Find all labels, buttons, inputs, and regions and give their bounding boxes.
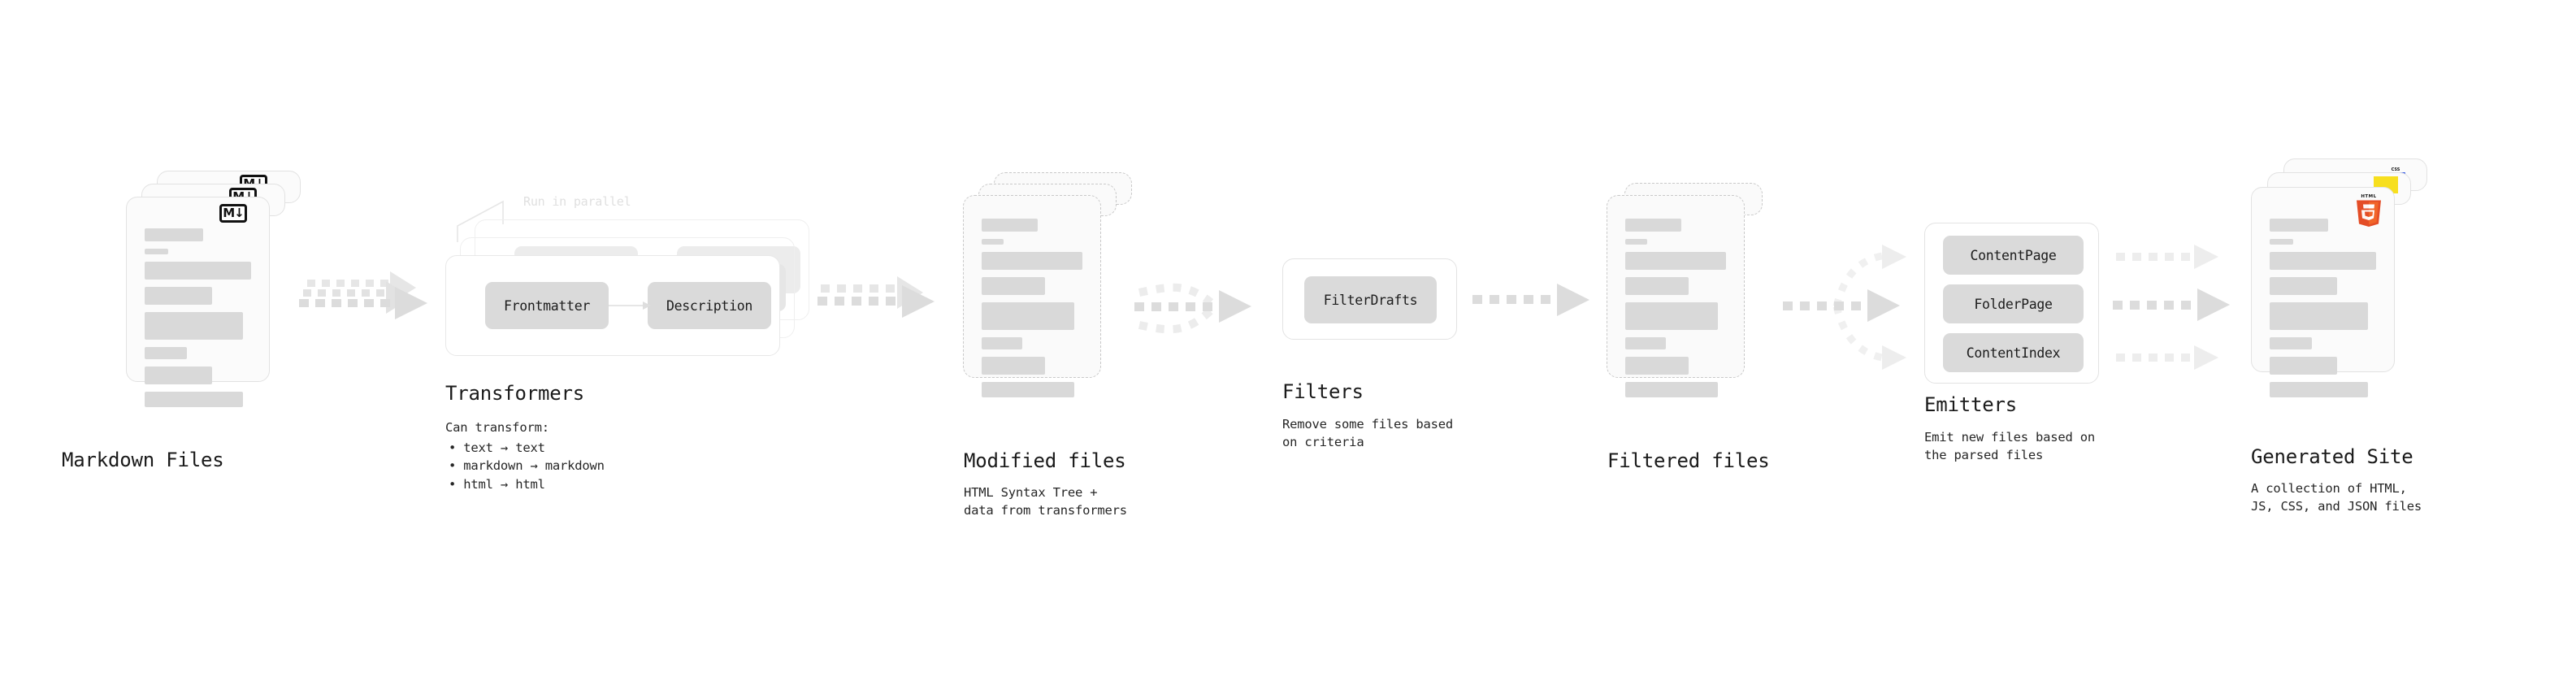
skeleton-bar	[982, 357, 1046, 375]
markdown-file-card-front: M↓	[126, 197, 270, 407]
modified-file-card-front	[963, 195, 1101, 397]
arrow-filters-to-filtered	[1472, 284, 1602, 335]
skeleton-bar	[982, 277, 1046, 295]
transformers-bullet-item: • markdown → markdown	[449, 458, 605, 474]
transformer-node-description[interactable]: Description	[648, 282, 771, 329]
transformers-heading: Transformers	[445, 382, 584, 405]
modified-files-heading: Modified files	[964, 449, 1126, 472]
emitters-panel: ContentPage FolderPage ContentIndex	[1924, 223, 2099, 384]
transformer-node-frontmatter[interactable]: Frontmatter	[485, 282, 609, 329]
markdown-badge-glyph: M↓	[219, 204, 247, 223]
skeleton-bar	[2270, 277, 2337, 295]
skeleton-bar	[982, 337, 1022, 349]
filters-panel: FilterDrafts	[1282, 258, 1457, 340]
skeleton-bar	[1625, 239, 1648, 245]
skeleton-bar	[1625, 252, 1726, 270]
transformers-stack: Frontmatter Description	[445, 219, 819, 382]
emitter-node-contentindex[interactable]: ContentIndex	[1943, 333, 2084, 372]
filtered-file-card-front	[1607, 195, 1745, 397]
filter-node-filterdrafts[interactable]: FilterDrafts	[1304, 276, 1437, 323]
skeleton-bar	[1625, 337, 1666, 349]
skeleton-bar	[145, 367, 212, 384]
modified-file-skeleton	[982, 219, 1082, 405]
emitters-heading: Emitters	[1924, 393, 2017, 416]
modified-files-stack	[963, 172, 1134, 416]
skeleton-bar	[145, 228, 204, 241]
markdown-file-skeleton	[145, 228, 251, 414]
arrow-markdown-to-transformers	[299, 271, 441, 333]
transformers-bullets: • text → text • markdown → markdown • ht…	[449, 439, 605, 493]
skeleton-bar	[2270, 357, 2337, 375]
generated-site-heading: Generated Site	[2251, 445, 2413, 468]
skeleton-bar	[145, 249, 168, 254]
markdown-files-stack: M↓ M↓ M↓	[126, 171, 301, 414]
modified-files-subtitle: HTML Syntax Tree + data from transformer…	[964, 485, 1127, 518]
skeleton-bar	[145, 347, 188, 359]
skeleton-bar	[145, 262, 251, 280]
skeleton-bar	[2270, 302, 2368, 330]
skeleton-bar	[1625, 302, 1719, 330]
skeleton-bar	[145, 312, 243, 340]
emitters-subtitle: Emit new files based on the parsed files	[1924, 430, 2096, 463]
css-icon-label: CSS	[2391, 167, 2400, 172]
transformers-bullet-item: • text → text	[449, 440, 545, 455]
skeleton-bar	[1625, 219, 1682, 232]
skeleton-bar	[2270, 337, 2313, 349]
filters-subtitle: Remove some files based on criteria	[1282, 417, 1454, 450]
skeleton-bar	[2270, 239, 2293, 245]
arrow-transformers-to-modified	[817, 276, 951, 333]
filtered-files-stack	[1607, 183, 1777, 419]
skeleton-bar	[982, 252, 1082, 270]
markdown-icon: M↓	[219, 204, 247, 223]
html5-icon: HTML	[2357, 194, 2381, 227]
arrow-filtered-to-emitters	[1783, 232, 1932, 370]
generated-site-subtitle: A collection of HTML, JS, CSS, and JSON …	[2251, 481, 2422, 514]
skeleton-bar	[145, 392, 243, 407]
generated-site-card-front: HTML	[2251, 187, 2395, 397]
svg-text:HTML: HTML	[2361, 194, 2376, 199]
run-in-parallel-label: Run in parallel	[523, 194, 631, 209]
filtered-file-skeleton	[1625, 219, 1726, 405]
transformer-connector-arrow	[609, 301, 651, 310]
generated-site-skeleton	[2270, 219, 2376, 405]
filtered-files-heading: Filtered files	[1607, 449, 1770, 472]
skeleton-bar	[2270, 382, 2368, 397]
skeleton-bar	[1625, 382, 1719, 397]
markdown-files-heading: Markdown Files	[62, 449, 224, 471]
skeleton-bar	[982, 239, 1004, 245]
transformers-panel: Frontmatter Description	[445, 255, 780, 356]
arrow-emitters-to-site	[2113, 232, 2262, 370]
run-in-parallel-bracket	[457, 195, 555, 244]
filters-heading: Filters	[1282, 380, 1364, 403]
skeleton-bar	[1625, 357, 1689, 375]
skeleton-bar	[1625, 277, 1689, 295]
transformers-bullet-item: • html → html	[449, 476, 545, 492]
transformers-subtitle: Can transform:	[445, 420, 549, 435]
skeleton-bar	[2270, 252, 2376, 270]
emitter-node-folderpage[interactable]: FolderPage	[1943, 284, 2084, 323]
skeleton-bar	[982, 302, 1075, 330]
skeleton-bar	[2270, 219, 2329, 232]
arrow-modified-to-filters	[1134, 268, 1276, 349]
skeleton-bar	[982, 382, 1075, 397]
generated-site-stack: CSS HTML	[2251, 158, 2438, 410]
emitter-node-contentpage[interactable]: ContentPage	[1943, 236, 2084, 275]
skeleton-bar	[982, 219, 1039, 232]
skeleton-bar	[145, 287, 212, 305]
